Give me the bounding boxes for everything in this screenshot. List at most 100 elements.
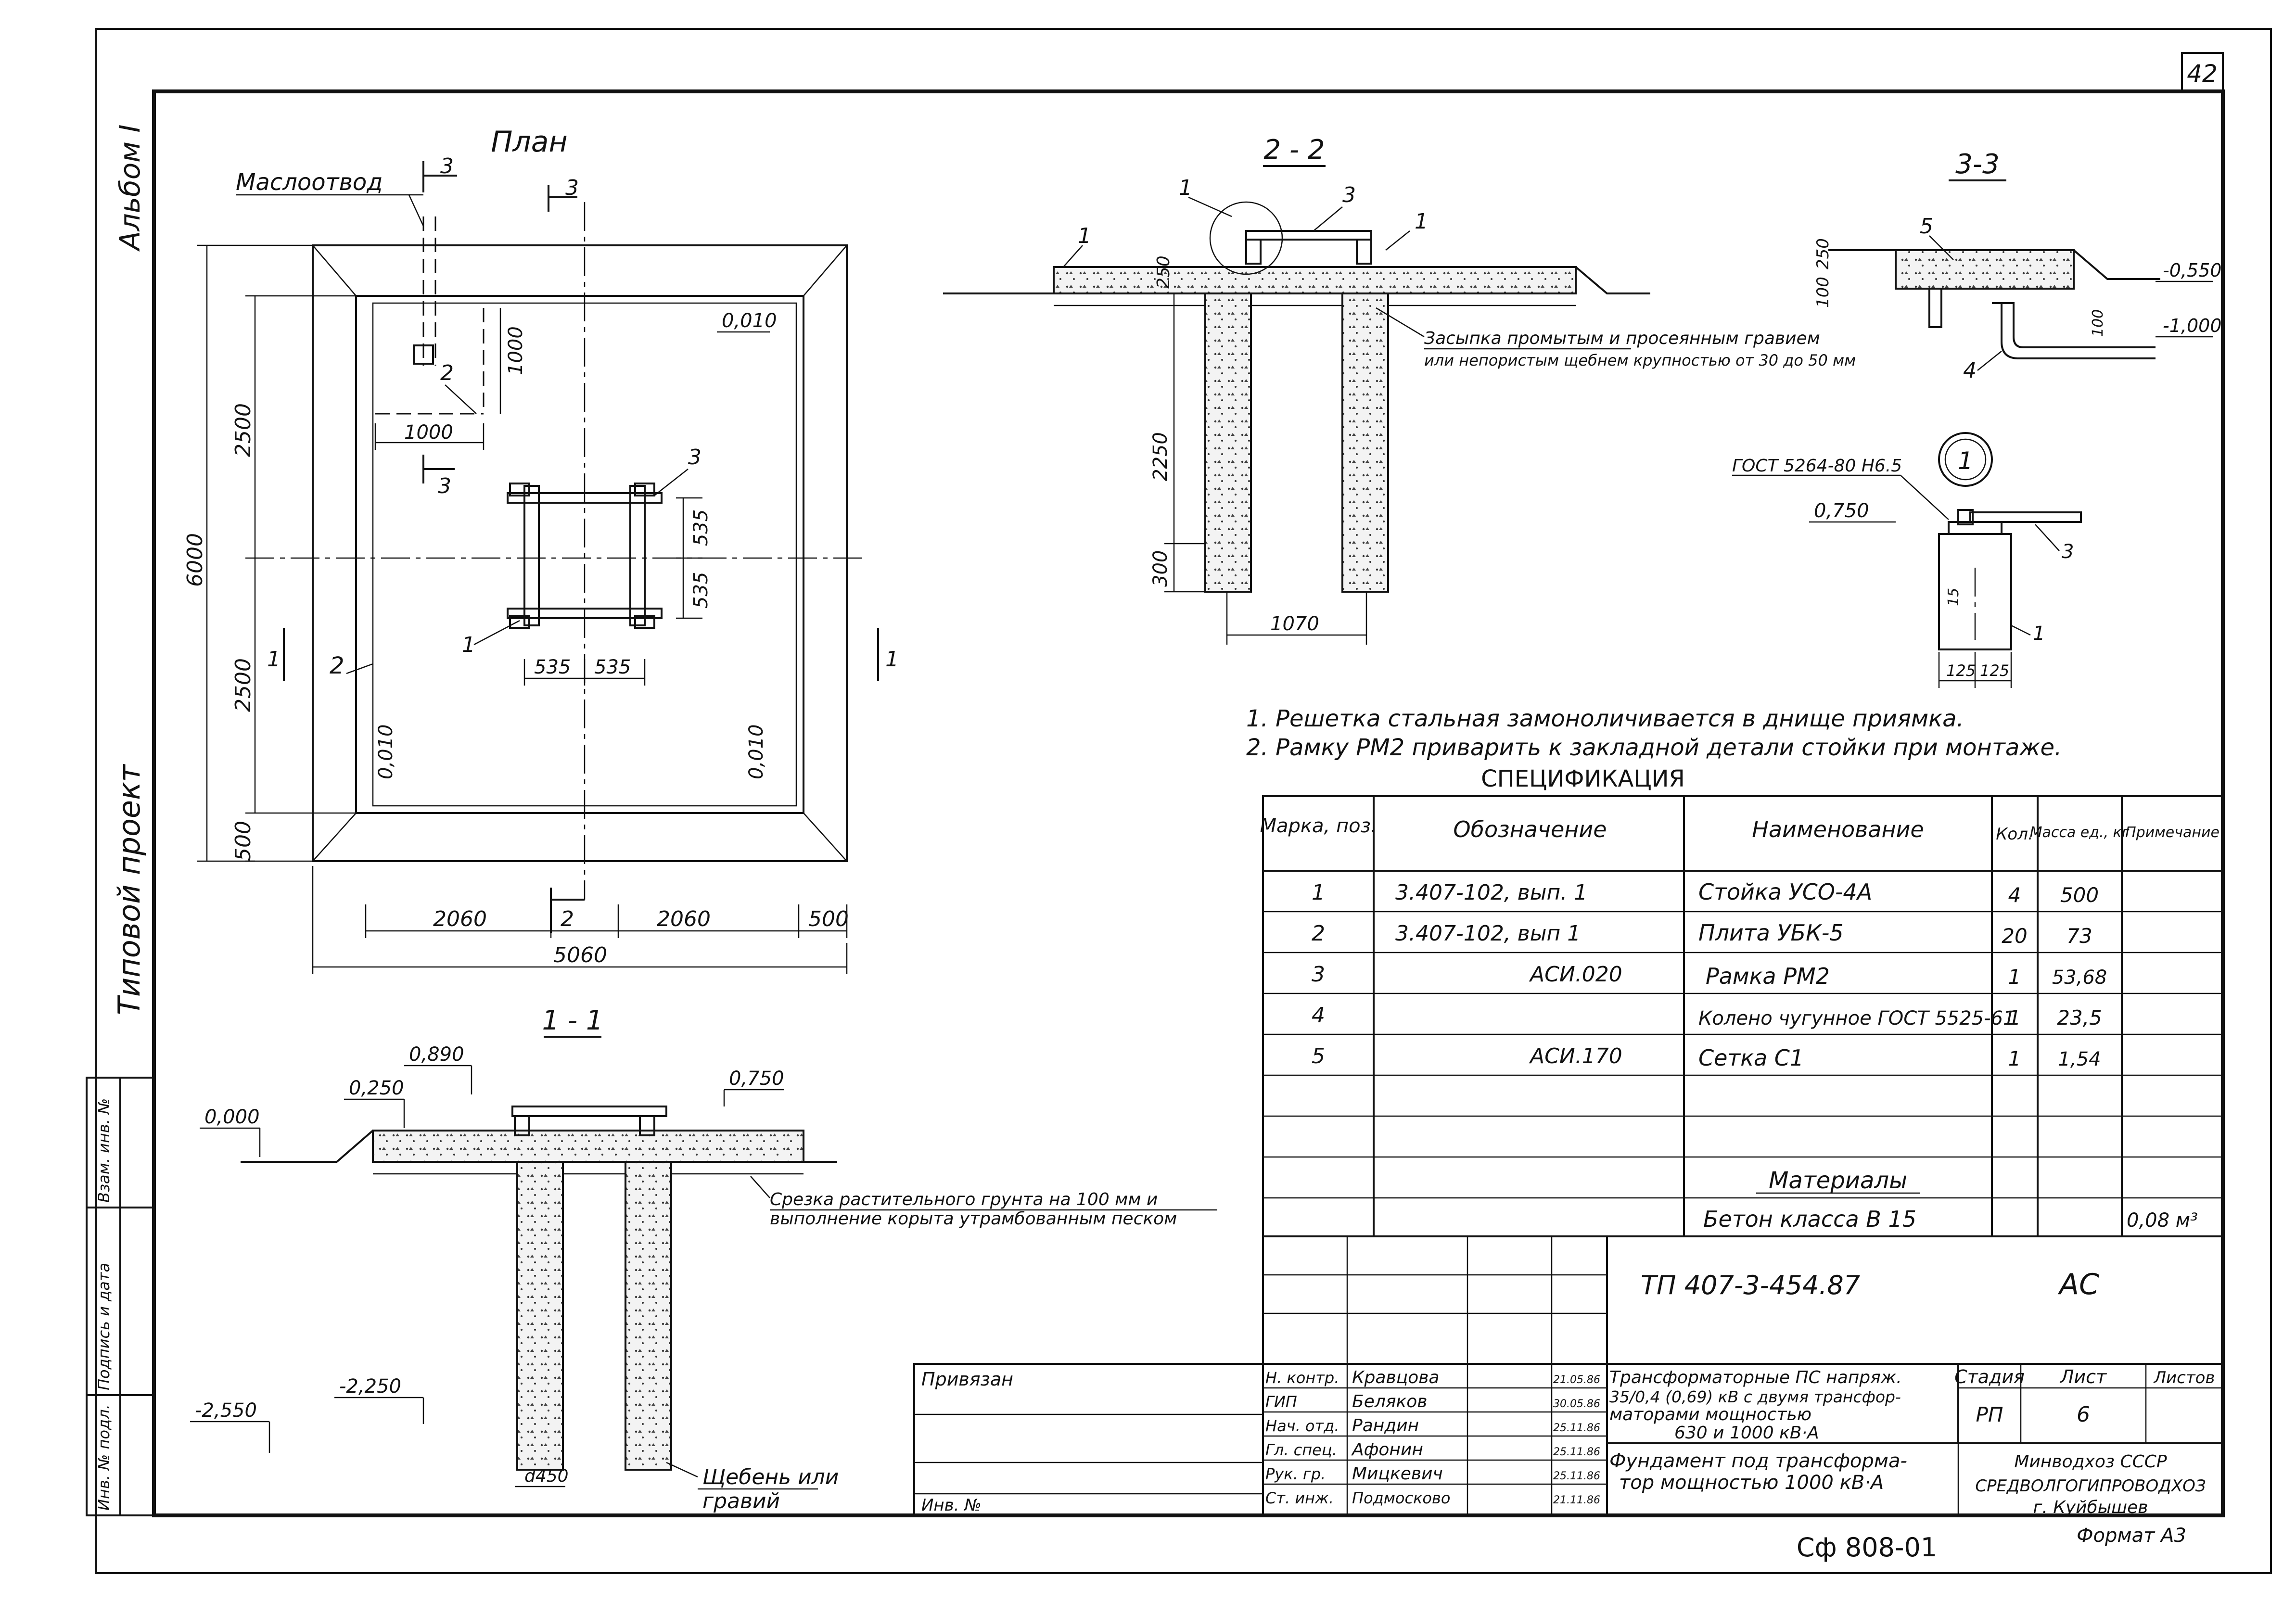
svg-text:Сетка С1: Сетка С1	[1698, 1045, 1804, 1071]
album-label: Альбом I	[114, 125, 146, 252]
svg-text:Трансформаторные ПС напряж.: Трансформаторные ПС напряж.	[1609, 1368, 1902, 1387]
svg-text:25.11.86: 25.11.86	[1553, 1422, 1600, 1434]
svg-text:2: 2	[440, 361, 454, 385]
svg-text:6000: 6000	[183, 533, 207, 587]
svg-text:35/0,4 (0,69) кВ с двумя транс: 35/0,4 (0,69) кВ с двумя трансфор-	[1609, 1387, 1901, 1406]
svg-text:1: 1	[1415, 209, 1428, 234]
svg-text:1,54: 1,54	[2058, 1048, 2101, 1070]
svg-text:25.11.86: 25.11.86	[1553, 1470, 1600, 1482]
outer-frame	[95, 28, 2272, 1574]
svg-text:125: 125	[1946, 661, 1976, 680]
svg-text:Н. контр.: Н. контр.	[1265, 1369, 1339, 1387]
svg-text:гравий: гравий	[702, 1489, 780, 1513]
archive-number: Сф 808-01	[1797, 1532, 1937, 1563]
svg-text:Рандин: Рандин	[1352, 1416, 1419, 1436]
svg-text:250: 250	[1813, 238, 1833, 269]
svg-text:-1,000: -1,000	[2163, 315, 2222, 336]
svg-text:5: 5	[1920, 214, 1933, 239]
svg-text:2: 2	[1312, 921, 1325, 946]
svg-text:0,08 м³: 0,08 м³	[2127, 1209, 2198, 1232]
svg-text:1: 1	[1958, 447, 1973, 475]
svg-text:2500: 2500	[231, 403, 255, 457]
detail-1: 1 ГОСТ 5264-80 Н6.5 0,750 3 1 15 125 125	[1732, 432, 2082, 688]
svg-text:Взам. инв. №: Взам. инв. №	[95, 1098, 113, 1203]
svg-text:250: 250	[1154, 255, 1174, 289]
svg-text:0,750: 0,750	[1814, 500, 1869, 522]
svg-text:535: 535	[690, 572, 712, 609]
svg-text:Привязан: Привязан	[921, 1369, 1013, 1390]
svg-text:1: 1	[1078, 224, 1091, 248]
section-2-2: 2 - 2 1 1 1 3 250 2250 300 1070 Засыпка …	[943, 134, 1856, 645]
svg-text:3.407-102, вып 1: 3.407-102, вып 1	[1395, 921, 1581, 946]
svg-text:1: 1	[462, 633, 475, 657]
svg-text:1000: 1000	[505, 326, 527, 375]
svg-text:СРЕДВОЛГОГИПРОВОДХОЗ: СРЕДВОЛГОГИПРОВОДХОЗ	[1975, 1476, 2206, 1496]
svg-text:РП: РП	[1976, 1403, 2003, 1426]
svg-text:ГОСТ 5264-80 Н6.5: ГОСТ 5264-80 Н6.5	[1732, 456, 1902, 476]
svg-text:535: 535	[690, 509, 712, 546]
project-code: ТП 407-3-454.87	[1641, 1270, 1860, 1300]
project-mark: АС	[2057, 1268, 2099, 1301]
svg-text:Ст. инж.: Ст. инж.	[1265, 1489, 1334, 1507]
svg-text:Щебень или: Щебень или	[702, 1465, 839, 1489]
svg-text:3: 3	[688, 445, 702, 470]
svg-text:500: 500	[808, 907, 849, 931]
svg-text:Подмосково: Подмосково	[1352, 1489, 1450, 1507]
svg-text:Нач. отд.: Нач. отд.	[1265, 1417, 1339, 1435]
svg-text:2060: 2060	[433, 907, 487, 931]
section-3-3: 3-3 5 4 100 250 100 -0,550 -1,000	[1813, 149, 2222, 383]
oil-drain-label: Маслоотвод	[236, 169, 383, 196]
svg-text:630 и 1000 кВ·А: 630 и 1000 кВ·А	[1674, 1423, 1819, 1443]
svg-text:25.11.86: 25.11.86	[1553, 1446, 1600, 1458]
note-2: 2. Рамку РМ2 приварить к закладной детал…	[1246, 734, 2062, 761]
svg-text:Афонин: Афонин	[1351, 1440, 1423, 1460]
svg-text:0,750: 0,750	[729, 1068, 784, 1090]
svg-text:Стадия: Стадия	[1954, 1366, 2025, 1387]
svg-text:3: 3	[438, 474, 451, 498]
svg-text:3: 3	[1312, 962, 1325, 987]
typical-project-label: Типовой проект	[112, 763, 147, 1015]
section-1-1: 1 - 1 0,890 0,250 0,750 0,000 -2,250 -2,…	[190, 1005, 1217, 1513]
svg-text:23,5: 23,5	[2057, 1006, 2102, 1030]
svg-text:АСИ.170: АСИ.170	[1529, 1044, 1622, 1068]
svg-text:Масса ед., кг: Масса ед., кг	[2030, 824, 2130, 841]
soil-cut-note: Срезка растительного грунта на 100 мм и	[770, 1190, 1158, 1209]
svg-text:Формат А3: Формат А3	[2077, 1525, 2186, 1547]
side-stamp: Инв. № подл. Подпись и дата Взам. инв. №	[86, 1077, 155, 1516]
svg-text:1: 1	[2008, 965, 2021, 989]
svg-text:Кол.: Кол.	[1996, 825, 2033, 844]
svg-text:1: 1	[1312, 880, 1325, 905]
svg-text:ГИП: ГИП	[1265, 1393, 1297, 1411]
svg-text:Рук. гр.: Рук. гр.	[1265, 1465, 1326, 1483]
svg-text:выполнение корыта утрамбованны: выполнение корыта утрамбованным песком	[770, 1209, 1177, 1229]
svg-text:-0,550: -0,550	[2163, 260, 2222, 281]
sheet-number: 42	[2187, 60, 2218, 88]
svg-text:АСИ.020: АСИ.020	[1529, 962, 1622, 987]
svg-text:20: 20	[2002, 924, 2027, 948]
svg-text:21.05.86: 21.05.86	[1553, 1374, 1600, 1386]
svg-text:1000: 1000	[404, 421, 453, 444]
svg-text:1 - 1: 1 - 1	[542, 1005, 603, 1036]
svg-text:Листов: Листов	[2153, 1368, 2215, 1387]
svg-text:Плита УБК-5: Плита УБК-5	[1698, 920, 1844, 946]
svg-text:0,010: 0,010	[722, 310, 777, 332]
svg-text:г. Куйбышев: г. Куйбышев	[2033, 1498, 2148, 1517]
svg-text:1: 1	[2033, 623, 2045, 645]
plan-view: План Маслоотвод 2 1000 1000	[183, 125, 899, 974]
svg-text:5060: 5060	[553, 943, 607, 967]
svg-text:Подпись и дата: Подпись и дата	[95, 1263, 113, 1390]
svg-text:4: 4	[1312, 1003, 1325, 1028]
svg-text:535: 535	[594, 656, 631, 678]
svg-text:Лист: Лист	[2059, 1366, 2107, 1387]
svg-text:535: 535	[534, 656, 571, 678]
svg-text:2500: 2500	[231, 658, 255, 712]
svg-text:300: 300	[1149, 550, 1172, 587]
svg-text:30.05.86: 30.05.86	[1553, 1398, 1600, 1410]
svg-text:21.11.86: 21.11.86	[1553, 1494, 1600, 1506]
svg-text:Наименование: Наименование	[1752, 816, 1924, 842]
svg-text:2060: 2060	[657, 907, 711, 931]
svg-text:Инв. № подл.: Инв. № подл.	[95, 1404, 113, 1511]
svg-text:маторами мощностью: маторами мощностью	[1609, 1405, 1811, 1424]
svg-text:1070: 1070	[1270, 613, 1319, 635]
